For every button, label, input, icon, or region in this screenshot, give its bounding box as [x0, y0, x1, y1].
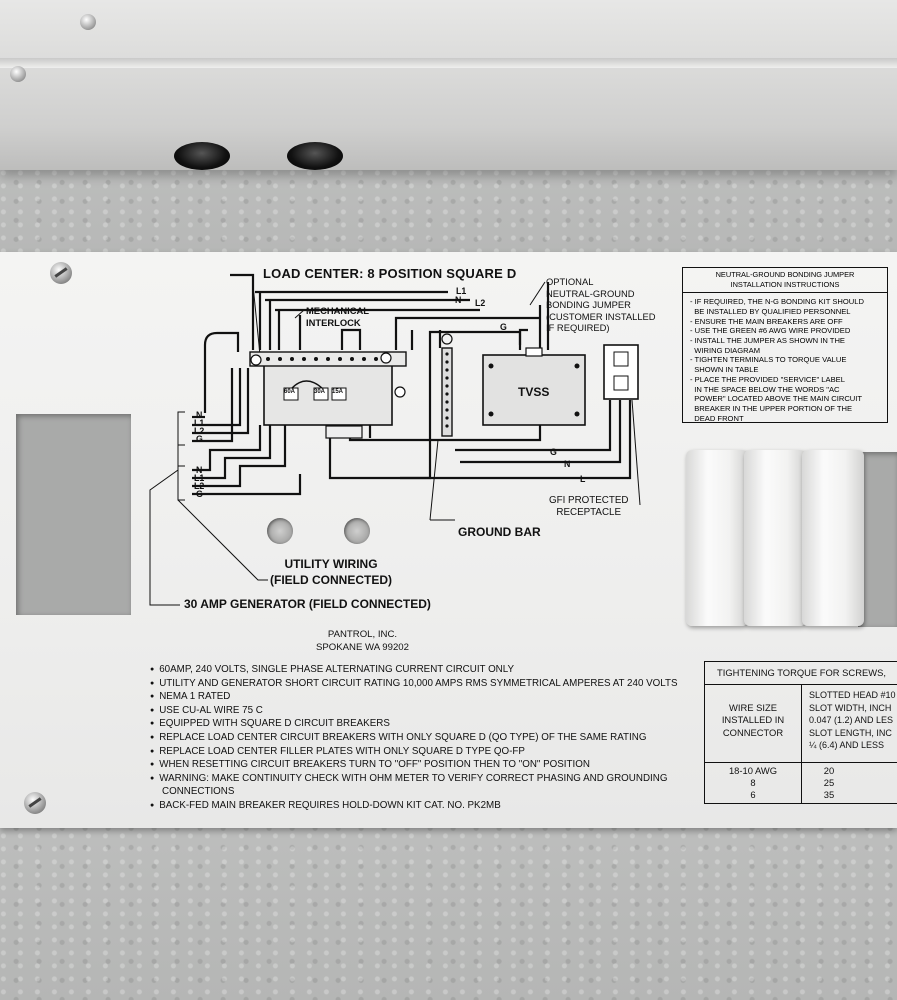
panel-screw-top — [50, 262, 72, 284]
torque-row-value: 35 — [823, 789, 835, 800]
generator-label-l1: L1 — [194, 473, 205, 483]
bonding-jumper-instructions: NEUTRAL-GROUND BONDING JUMPER INSTALLATI… — [682, 267, 888, 423]
breaker-cutout-left — [16, 414, 131, 615]
load-center-title: LOAD CENTER: 8 POSITION SQUARE D — [263, 266, 517, 281]
gfi-receptacle-label: GFI PROTECTED RECEPTACLE — [549, 495, 629, 518]
generator-label-l2: L2 — [194, 481, 205, 491]
ratings-notes-list: 60AMP, 240 VOLTS, SINGLE PHASE ALTERNATI… — [150, 664, 678, 814]
torque-row-size: 8 — [750, 777, 756, 788]
rail-knockout-hole — [287, 142, 343, 170]
note-item: NEMA 1 RATED — [150, 691, 678, 705]
optional-jumper-label: OPTIONAL NEUTRAL-GROUND BONDING JUMPER (… — [546, 276, 656, 334]
bonding-box-header: NEUTRAL-GROUND BONDING JUMPER INSTALLATI… — [683, 268, 887, 294]
breaker-60a-label: 60A — [284, 389, 296, 395]
note-item: 60AMP, 240 VOLTS, SINGLE PHASE ALTERNATI… — [150, 664, 678, 678]
tvss-box — [482, 354, 586, 426]
note-item: USE CU-AL WIRE 75 C — [150, 705, 678, 719]
interlock-arrow — [291, 380, 323, 389]
panel-knockout — [344, 518, 370, 544]
jumper-label-g: G — [500, 322, 507, 332]
breaker-60a — [283, 387, 299, 401]
torque-table: TIGHTENING TORQUE FOR SCREWS, WIRE SIZE … — [704, 661, 897, 804]
note-item: EQUIPPED WITH SQUARE D CIRCUIT BREAKERS — [150, 718, 678, 732]
filler-plate[interactable] — [744, 450, 806, 626]
note-item: UTILITY AND GENERATOR SHORT CIRCUIT RATI… — [150, 678, 677, 692]
breaker-30a-label: 30A — [314, 389, 326, 395]
note-item: REPLACE LOAD CENTER FILLER PLATES WITH O… — [150, 746, 678, 760]
receptacle-label-l: L — [580, 474, 586, 484]
utility-label-l2: L2 — [194, 426, 205, 436]
ground-bar-shape — [441, 347, 453, 437]
generator-label-n: N — [196, 465, 203, 475]
top-label-l2: L2 — [475, 298, 486, 308]
utility-label-g: G — [196, 434, 203, 444]
torque-row-value: 20 — [823, 765, 835, 776]
breaker-15a — [331, 387, 347, 401]
panel-knockout — [267, 518, 293, 544]
rail-bend — [0, 58, 897, 68]
rail-knockout-hole — [174, 142, 230, 170]
breaker-15a-label: 15A — [332, 389, 344, 395]
filler-plate[interactable] — [802, 450, 864, 626]
ground-bar-label: GROUND BAR — [458, 525, 541, 539]
note-item: BACK-FED MAIN BREAKER REQUIRES HOLD-DOWN… — [150, 800, 678, 814]
wire-size-header: WIRE SIZE INSTALLED IN CONNECTOR — [721, 702, 785, 738]
generator-label-g: G — [196, 489, 203, 499]
slotted-head-header: SLOTTED HEAD #10 SLOT WIDTH, INCH 0.047 … — [809, 690, 896, 751]
mechanical-interlock-label: MECHANICAL INTERLOCK — [306, 305, 370, 328]
torque-row-size: 6 — [750, 789, 756, 800]
torque-table-title: TIGHTENING TORQUE FOR SCREWS, — [717, 667, 886, 678]
utility-label-n: N — [196, 410, 203, 420]
rail-rivet — [10, 66, 26, 82]
bonding-box-body: - IF REQUIRED, THE N-G BONDING KIT SHOUL… — [690, 297, 864, 423]
receptacle-label-n: N — [564, 459, 571, 469]
receptacle-label-g: G — [550, 447, 557, 457]
filler-plate[interactable] — [686, 450, 748, 626]
utility-wiring-label: UTILITY WIRING (FIELD CONNECTED) — [270, 557, 392, 587]
top-label-n: N — [455, 295, 462, 305]
enclosure-rail — [0, 0, 897, 170]
note-item-continuation: CONNECTIONS — [162, 786, 235, 798]
note-item: WARNING: MAKE CONTINUITY CHECK WITH OHM … — [150, 773, 678, 787]
rail-screw — [80, 14, 96, 30]
torque-row-value: 25 — [823, 777, 835, 788]
top-label-l1: L1 — [456, 286, 467, 296]
gfi-receptacle-shape — [603, 344, 639, 400]
note-item: REPLACE LOAD CENTER CIRCUIT BREAKERS WIT… — [150, 732, 678, 746]
panel-screw-bottom — [24, 792, 46, 814]
manufacturer-label: PANTROL, INC. SPOKANE WA 99202 — [316, 629, 409, 653]
tvss-label: TVSS — [518, 385, 550, 399]
note-item: WHEN RESETTING CIRCUIT BREAKERS TURN TO … — [150, 759, 678, 773]
breaker-cutout-right — [858, 452, 897, 627]
torque-row-size: 18-10 AWG — [728, 765, 778, 776]
utility-label-l1: L1 — [194, 418, 205, 428]
generator-label: 30 AMP GENERATOR (FIELD CONNECTED) — [184, 597, 431, 611]
